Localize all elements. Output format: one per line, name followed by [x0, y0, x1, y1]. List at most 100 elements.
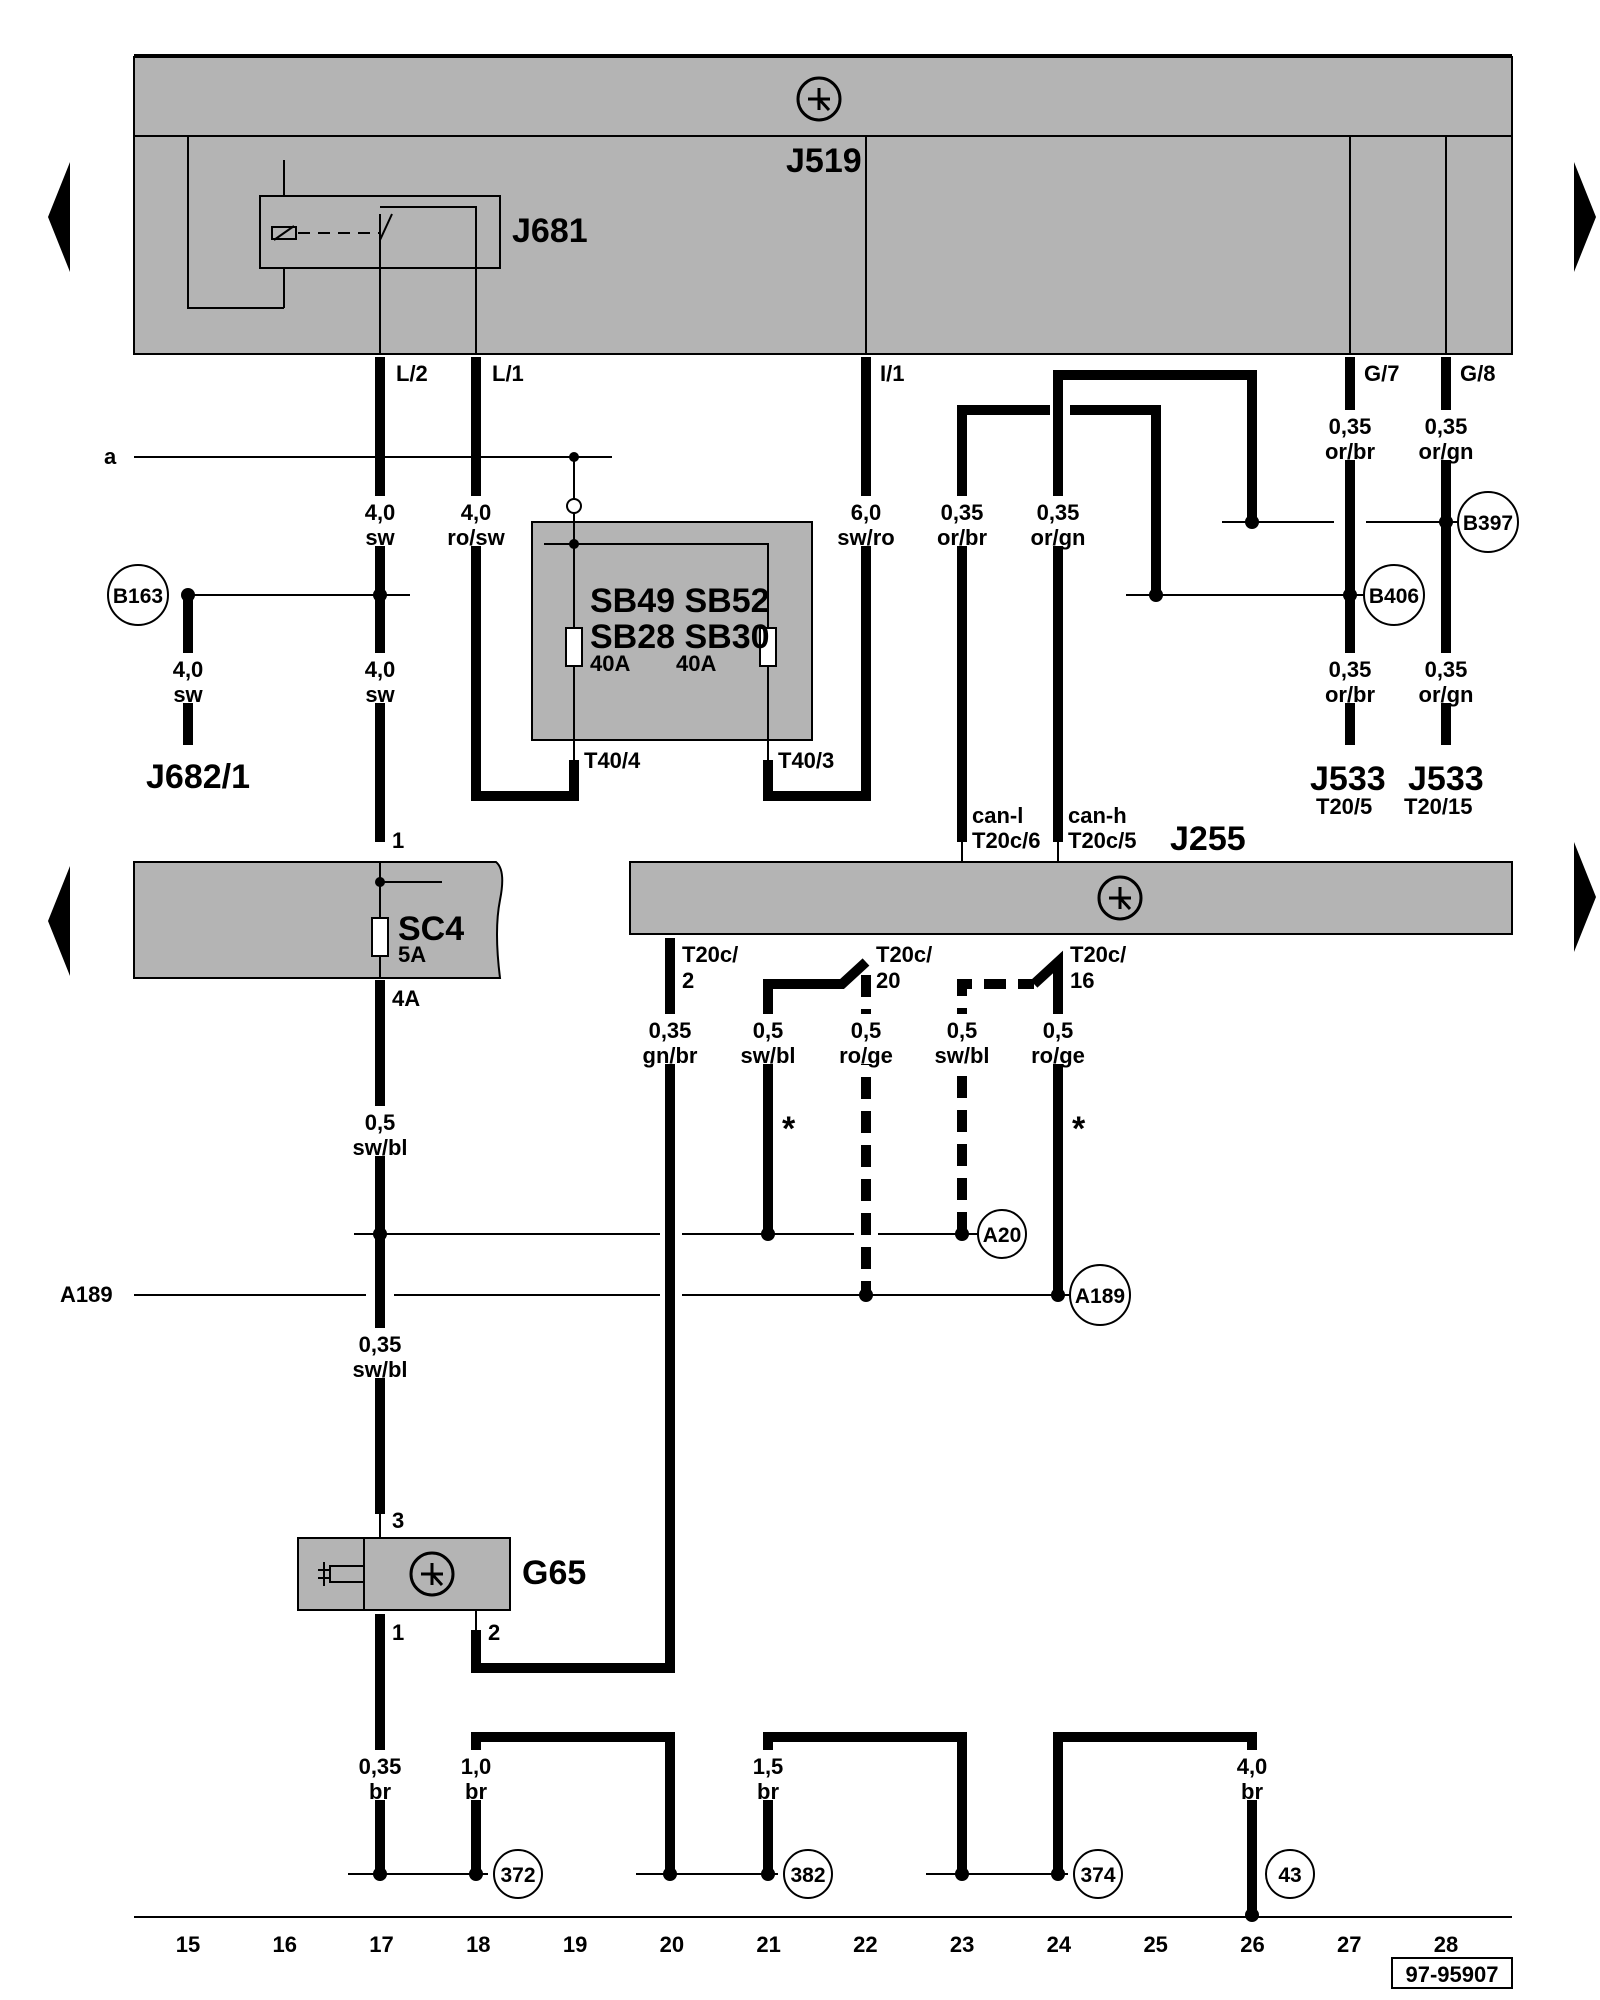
fuse-icon [759, 627, 777, 667]
wire-size: 0,35 [359, 1332, 402, 1357]
control-unit-j519 [133, 56, 1513, 355]
sb-amp-2: 40A [676, 651, 716, 676]
svg-text:A20: A20 [983, 1224, 1022, 1247]
line-label-a: a [104, 444, 117, 469]
page-arrow-left-icon[interactable] [48, 866, 70, 976]
wire-size: 1,5 [753, 1754, 784, 1779]
sb-label-2: SB28 SB30 [590, 618, 770, 656]
svg-text:B406: B406 [1369, 585, 1419, 608]
pin-g7: G/7 [1364, 361, 1399, 386]
connector-b406: B406 [1363, 564, 1425, 626]
wire-label: 0,5sw/bl [922, 1014, 1002, 1068]
ecu-symbol-icon [1097, 875, 1143, 921]
wire-label: 0,5ro/ge [826, 1014, 906, 1068]
sc-amp: 5A [398, 942, 426, 967]
wire-color: sw/bl [352, 1135, 407, 1160]
pin-t40-4: T40/4 [584, 748, 641, 773]
wire-size: 4,0 [461, 500, 492, 525]
sb-amp-1: 40A [590, 651, 630, 676]
pin-g65-3: 3 [392, 1508, 404, 1533]
footnote-mark-1: * [782, 1110, 796, 1148]
wire-color: br [465, 1779, 487, 1804]
wire-label: 4,0sw [148, 653, 228, 707]
line-label-a189: A189 [60, 1282, 113, 1307]
wire-size: 0,5 [1043, 1018, 1074, 1043]
wire-color: sw/ro [837, 525, 894, 550]
wire-color: ro/ge [1031, 1043, 1085, 1068]
connector-a189: A189 [1069, 1264, 1131, 1326]
relay-out-line [380, 206, 477, 268]
wire-ro-ge-b [1030, 950, 1063, 1295]
wire-can-l [957, 405, 1050, 842]
column-number: 28 [1434, 1932, 1458, 1957]
wire-size: 1,0 [461, 1754, 492, 1779]
pin-can-h: can-h [1068, 803, 1127, 828]
fuse-icon [565, 627, 583, 667]
sc-label: SC4 [398, 910, 464, 948]
svg-text:374: 374 [1080, 1864, 1115, 1887]
pin-l1: L/1 [492, 361, 524, 386]
page-arrow-right-icon[interactable] [1574, 842, 1596, 952]
page-arrow-left-icon[interactable] [48, 162, 70, 272]
j533-label-b: J533 [1408, 760, 1484, 798]
j533-label-a: J533 [1310, 760, 1386, 798]
fuse-box-sc [133, 861, 504, 979]
wire-color: or/br [937, 525, 988, 550]
j519-internal-a [187, 135, 284, 309]
wire-color: sw/bl [740, 1043, 795, 1068]
wire-color: sw/bl [352, 1357, 407, 1382]
wire-color: or/gn [1419, 682, 1474, 707]
svg-text:B397: B397 [1463, 512, 1513, 535]
j682-label: J682/1 [146, 758, 250, 796]
svg-text:382: 382 [790, 1864, 825, 1887]
wire-size: 0,35 [941, 500, 984, 525]
wire-label: 0,5ro/ge [1018, 1014, 1098, 1068]
pin-can-l-num: T20c/6 [972, 828, 1041, 853]
connector-382: 382 [783, 1849, 833, 1899]
wire-label: 1,5br [728, 1750, 808, 1804]
column-number: 16 [273, 1932, 297, 1957]
pin-t20c-2-num: 2 [682, 968, 694, 993]
wire-br-374 [1053, 1732, 1257, 1915]
wire-size: 0,35 [649, 1018, 692, 1043]
wire-size: 4,0 [1237, 1754, 1268, 1779]
wire-color: or/gn [1031, 525, 1086, 550]
sensor-g65 [297, 1537, 511, 1611]
wire-size: 0,35 [1425, 657, 1468, 682]
pin-t20c-20: T20c/ [876, 942, 932, 967]
wire-size: 4,0 [365, 657, 396, 682]
pin-t20c-16-num: 16 [1070, 968, 1094, 993]
j681-label: J681 [512, 212, 588, 250]
wire-i1 [763, 357, 871, 801]
pin-sc-out: 4A [392, 986, 420, 1011]
wire-color: or/br [1325, 439, 1376, 464]
column-number: 27 [1337, 1932, 1361, 1957]
j533-pin-b: T20/15 [1404, 794, 1473, 819]
column-number: 25 [1143, 1932, 1167, 1957]
column-number: 24 [1047, 1932, 1072, 1957]
wire-size: 0,5 [753, 1018, 784, 1043]
wire-color: br [757, 1779, 779, 1804]
pin-g8: G/8 [1460, 361, 1495, 386]
page-arrow-right-icon[interactable] [1574, 162, 1596, 272]
pin-sc-in: 1 [392, 828, 404, 853]
g65-label: G65 [522, 1554, 586, 1592]
wire-size: 0,35 [1329, 657, 1372, 682]
connector-43: 43 [1265, 1849, 1315, 1899]
wire-sw-bl-a [763, 958, 870, 1234]
wire-size: 6,0 [851, 500, 882, 525]
wire-color: sw [365, 525, 395, 550]
column-number: 20 [660, 1932, 684, 1957]
wire-size: 0,35 [1037, 500, 1080, 525]
column-number: 15 [176, 1932, 200, 1957]
wire-sw-bl-b [957, 979, 1034, 1234]
wire-color: ro/ge [839, 1043, 893, 1068]
pin-l2: L/2 [396, 361, 428, 386]
